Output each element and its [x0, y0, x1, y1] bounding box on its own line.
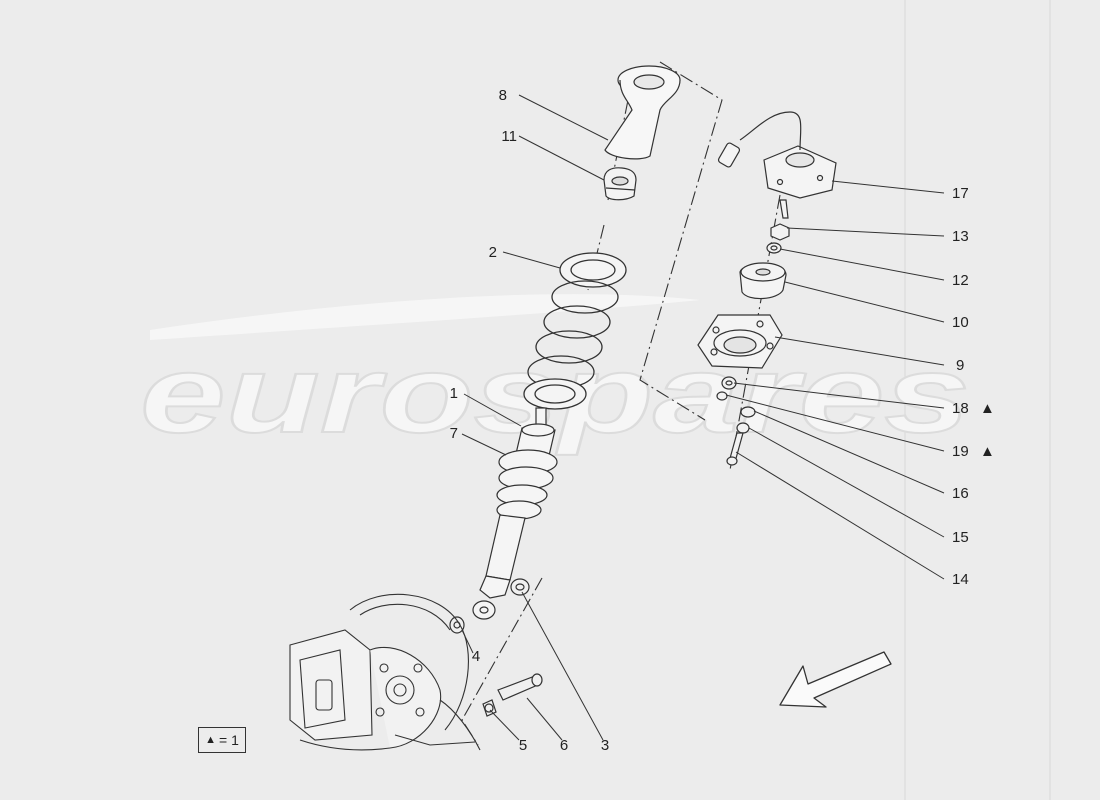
legend-note: ▲ = 1: [198, 727, 246, 753]
callout-19: 19: [952, 443, 969, 460]
callout-3: 3: [601, 737, 609, 754]
callout-4: 4: [472, 648, 480, 665]
bump-stop: [603, 167, 637, 201]
callout-17: 17: [952, 185, 969, 202]
page-border-lines: [904, 0, 1051, 800]
callout-10: 10: [952, 314, 969, 331]
callout-12: 12: [952, 272, 969, 289]
mount-hardware: [716, 376, 756, 466]
upper-nut-and-washer: [766, 223, 790, 254]
callout-9: 9: [956, 357, 964, 374]
callout-11: 11: [501, 128, 517, 145]
callout-1: 1: [450, 385, 458, 402]
triangle-marker-icon: ▲: [980, 400, 995, 417]
leader-lines: [461, 94, 945, 741]
rubber-mount: [739, 262, 787, 300]
callout-6: 6: [560, 737, 568, 754]
callout-2: 2: [489, 244, 497, 261]
lower-bushing: [449, 578, 530, 634]
callout-labels: 8 11 2 1 7 4 5 6 3 17 13 12 10 9 18 ▲ 19…: [450, 87, 995, 754]
triangle-marker-icon: ▲: [205, 734, 217, 746]
callout-16: 16: [952, 485, 969, 502]
callout-15: 15: [952, 529, 969, 546]
brake-hub-assembly: [289, 593, 481, 751]
callout-18: 18: [952, 400, 969, 417]
dust-boot: [604, 65, 681, 160]
shock-absorber: [472, 407, 558, 620]
lower-bolt-and-nut: [482, 673, 543, 717]
triangle-marker-icon: ▲: [980, 443, 995, 460]
callout-7: 7: [450, 425, 458, 442]
callout-5: 5: [519, 737, 527, 754]
upper-mount-with-sensor: [717, 111, 837, 219]
spring-seat-plate: [697, 314, 783, 369]
coil-spring: [523, 252, 627, 410]
callout-8: 8: [499, 87, 507, 104]
callout-14: 14: [952, 571, 969, 588]
arrow-down-left-icon: [779, 651, 892, 708]
callout-13: 13: [952, 228, 969, 245]
legend-note-text: = 1: [219, 732, 239, 748]
